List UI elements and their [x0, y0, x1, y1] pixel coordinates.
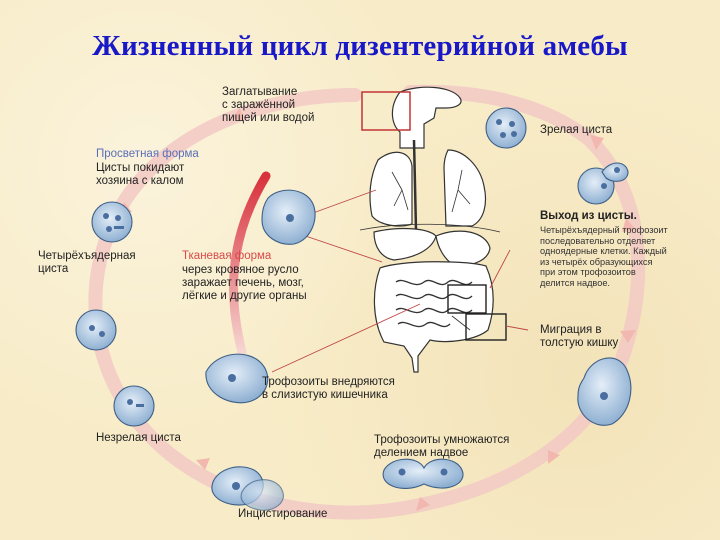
esophagus [412, 139, 418, 231]
immature-cyst-cell [113, 385, 155, 427]
migration-label: Миграция в толстую кишку [540, 324, 619, 349]
migration-trophozoite-cell [577, 357, 632, 426]
cells [75, 107, 632, 511]
lumen-form-title: Просветная форма [96, 148, 199, 160]
page-title: Жизненный цикл дизентерийной амебы [92, 30, 628, 62]
invading-trophozoite-cell [240, 479, 284, 511]
swallow-label: Заглатывание с заражённой пищей или водо… [222, 86, 315, 124]
intestine-highlight-box-1 [447, 284, 487, 314]
liver [373, 227, 437, 261]
stomach [435, 230, 491, 266]
left-lung [369, 151, 413, 227]
head-profile [391, 86, 462, 149]
lumen-form-text: Цисты покидают хозяина с калом [96, 162, 185, 187]
mature-cyst-label: Зрелая циста [540, 124, 613, 136]
invade-label: Трофозоиты внедряются в слизистую кишечн… [262, 376, 395, 401]
small-intestine [395, 279, 473, 328]
lumen-trophozoite-cell [261, 189, 316, 245]
mature-cyst-cell [485, 107, 527, 149]
excyst-title: Выход из цисты. [540, 210, 637, 222]
dividing-trophozoite-cell [382, 458, 464, 489]
trophozoite-lower-left-cell [205, 353, 269, 404]
excystation-cell [577, 162, 629, 205]
excyst-text: Четырёхъядерный трофозоит последовательн… [540, 225, 668, 288]
four-nucleus-cyst-label: Четырёхъядерная циста [38, 250, 136, 275]
encyst-label: Инцистирование [238, 508, 328, 520]
cyst-left-cell [75, 309, 117, 351]
tissue-form-title: Тканевая форма [182, 250, 272, 262]
multiply-label: Трофозоиты умножаются делением надвое [374, 434, 510, 459]
tissue-form-arrow [229, 171, 271, 357]
mouth-highlight-box [361, 91, 411, 131]
four-nucleus-cyst-cell [91, 201, 133, 243]
tissue-form-text: через кровяное русло заражает печень, мо… [182, 264, 307, 302]
immature-cyst-label: Незрелая циста [96, 432, 181, 444]
intestine-highlight-box-2 [465, 313, 507, 341]
right-lung [443, 149, 487, 227]
large-intestine [373, 261, 494, 373]
